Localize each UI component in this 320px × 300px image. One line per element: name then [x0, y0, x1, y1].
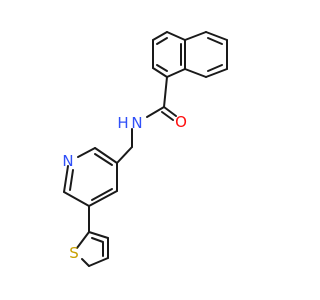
bond — [94, 147, 118, 164]
atom-labels: N H O N S — [62, 113, 187, 262]
bond — [166, 31, 186, 41]
bond — [163, 76, 168, 108]
bond — [207, 64, 223, 72]
bond — [205, 31, 228, 41]
bond — [88, 257, 109, 267]
bond — [161, 111, 174, 121]
bond — [116, 146, 133, 164]
bond — [163, 106, 177, 117]
amide-nitrogen-label: N — [131, 114, 142, 132]
bond — [91, 188, 113, 201]
bond — [76, 231, 90, 249]
bond — [156, 37, 168, 45]
molecule-diagram: N H O N S — [62, 31, 228, 267]
bond — [81, 258, 90, 267]
bond — [205, 68, 228, 78]
bond — [152, 67, 168, 78]
bond — [88, 190, 118, 207]
carbonyl-oxygen-label: O — [175, 113, 187, 131]
bond — [69, 169, 74, 191]
bond — [152, 31, 168, 41]
bond — [91, 237, 104, 243]
bond — [146, 106, 165, 118]
bond-layer — [63, 31, 228, 267]
thiophene-sulfur-label: S — [69, 244, 79, 262]
bond — [184, 31, 207, 41]
bond — [166, 68, 186, 78]
bond — [207, 37, 223, 45]
bond — [94, 153, 113, 166]
bond — [184, 68, 207, 78]
bond — [63, 191, 90, 207]
bond — [156, 64, 168, 72]
bond — [77, 147, 96, 158]
bond — [63, 165, 69, 193]
pyridine-nitrogen-label: N — [62, 152, 73, 170]
bond — [88, 231, 109, 239]
amide-hydrogen-label: H — [117, 114, 128, 132]
